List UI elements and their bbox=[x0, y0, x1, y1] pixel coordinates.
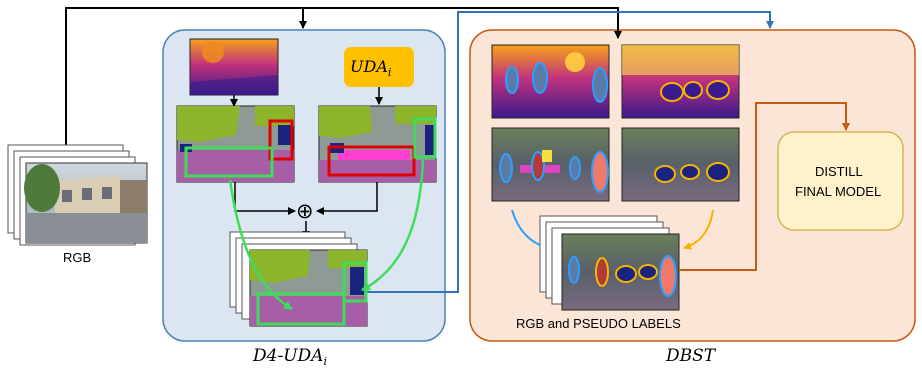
pseudo-labels-caption: RGB and PSEUDO LABELS bbox=[516, 316, 681, 331]
d4-uda-caption: D4-UDAi bbox=[252, 346, 327, 368]
distill-connector bbox=[679, 102, 850, 271]
plus-symbol: ⊕ bbox=[296, 199, 314, 223]
green-box bbox=[413, 117, 437, 159]
dbst-rgb-pseudo-top bbox=[491, 44, 610, 119]
rgb-label: RGB bbox=[63, 250, 91, 265]
depth-segmentation-map bbox=[176, 105, 295, 183]
dbst-caption: DBST bbox=[665, 346, 717, 366]
uda-label: UDAi bbox=[350, 57, 391, 79]
green-box bbox=[256, 292, 346, 326]
green-box bbox=[342, 261, 368, 303]
yellow-curve-arrow bbox=[683, 209, 714, 250]
green-curve-left bbox=[228, 179, 293, 311]
rgb-feed-connector bbox=[65, 7, 622, 146]
dbst-depth-top bbox=[621, 44, 740, 119]
dbst-depth-bottom bbox=[621, 127, 740, 202]
red-box bbox=[327, 145, 416, 177]
green-curve-right bbox=[361, 159, 425, 292]
distill-line1: DISTILL bbox=[815, 164, 863, 179]
distill-box bbox=[777, 131, 904, 231]
distill-line2: FINAL MODEL bbox=[795, 184, 881, 199]
d4-output-connector bbox=[367, 11, 774, 293]
red-box bbox=[268, 119, 294, 161]
dbst-rgb-pseudo-bottom bbox=[491, 127, 610, 202]
uda-segmentation-map bbox=[318, 105, 437, 183]
pseudo-label-stack bbox=[539, 215, 680, 311]
fused-output-stack bbox=[229, 231, 368, 327]
depth-map-thumbnail bbox=[189, 38, 279, 96]
uda-box bbox=[344, 47, 414, 87]
green-box bbox=[184, 146, 274, 178]
rgb-input-stack bbox=[7, 144, 148, 246]
